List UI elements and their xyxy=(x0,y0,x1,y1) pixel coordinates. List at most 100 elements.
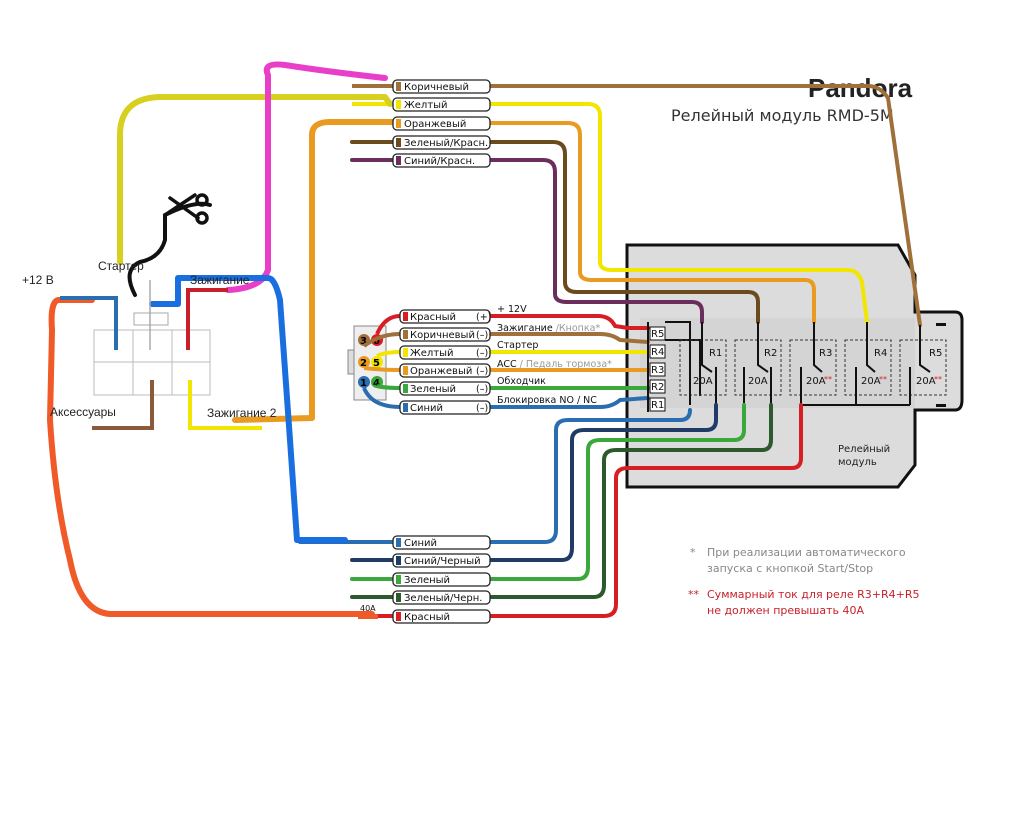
svg-text:(–): (–) xyxy=(476,384,488,395)
svg-text:R2: R2 xyxy=(764,348,777,359)
wire-orange xyxy=(486,121,816,324)
svg-text:R1: R1 xyxy=(709,348,722,359)
relay-input-r5: R5 xyxy=(651,329,664,340)
note-2-line1: Суммарный ток для реле R3+R4+R5 xyxy=(707,588,919,601)
relay-r5: R5 20A** xyxy=(899,339,947,396)
svg-text:Коричневый: Коричневый xyxy=(404,82,469,93)
wire-bottom-blue-black xyxy=(350,403,718,562)
hand-wire-blue xyxy=(149,275,348,543)
hand-wire-red xyxy=(47,297,375,617)
note-1-line2: запуска с кнопкой Start/Stop xyxy=(707,562,873,575)
bottom-wire-tags: Синий Синий/Черный Зеленый Зеленый/Черн.… xyxy=(358,535,491,624)
svg-text:(–): (–) xyxy=(476,348,488,359)
socket-label-ignition2: Зажигание 2 xyxy=(207,406,277,420)
svg-text:(–): (–) xyxy=(476,330,488,341)
footnotes: * При реализации автоматического запуска… xyxy=(688,546,919,617)
relay-input-r2: R2 xyxy=(651,382,664,393)
top-wire-tags: Коричневый Желтый Оранжевый Зеленый/Крас… xyxy=(392,79,491,168)
socket-label-12v: +12 В xyxy=(22,273,54,287)
connector-wire-green: Зеленый (–) Обходчик xyxy=(399,376,546,396)
hand-wire-yellow xyxy=(117,94,393,265)
svg-text:4: 4 xyxy=(373,378,380,389)
svg-text:3: 3 xyxy=(360,336,367,347)
wire-yellow xyxy=(486,102,869,324)
module-label-line2: модуль xyxy=(838,457,877,468)
socket-label-starter: Стартер xyxy=(98,259,144,273)
svg-text:**: ** xyxy=(688,588,700,601)
connector-wire-blue: Синий (–) Блокировка NO / NC xyxy=(399,395,597,415)
fuse-label: 40A xyxy=(360,604,376,613)
svg-text:20A: 20A xyxy=(693,376,713,387)
wire-blue-red xyxy=(350,158,704,324)
socket-label-ignition: Зажигание xyxy=(190,273,250,287)
relay-input-r3: R3 xyxy=(651,365,664,376)
svg-text:Желтый: Желтый xyxy=(404,100,448,111)
svg-text:(–): (–) xyxy=(476,366,488,377)
wire-brown xyxy=(486,84,922,327)
svg-text:ACC / Педаль тормоза*: ACC / Педаль тормоза* xyxy=(497,359,612,370)
svg-text:*: * xyxy=(690,546,696,559)
svg-text:R5: R5 xyxy=(929,348,942,359)
connector-wire-tags: Красный(+) + 12V Коричневый(–) Зажигание… xyxy=(399,304,612,415)
svg-text:Обходчик: Обходчик xyxy=(497,376,546,387)
connector-wire-yellow: Желтый (–) Стартер xyxy=(399,340,538,360)
relay-input-r1: R1 xyxy=(651,400,664,411)
svg-text:(–): (–) xyxy=(476,403,488,414)
svg-text:20A: 20A xyxy=(806,376,826,387)
svg-text:Синий/Красн.: Синий/Красн. xyxy=(404,156,475,167)
wire-bottom-green xyxy=(350,403,746,581)
svg-text:6: 6 xyxy=(373,336,380,347)
svg-text:R3: R3 xyxy=(819,348,832,359)
module-title: Релейный модуль RMD-5M xyxy=(671,106,894,125)
socket-label-acc: Аксессуары xyxy=(50,405,116,419)
ignition-socket: +12 В Стартер Зажигание Аксессуары Зажиг… xyxy=(22,259,277,430)
wire-bottom-green-black xyxy=(350,403,773,599)
svg-text:Зеленый: Зеленый xyxy=(404,575,450,586)
svg-text:Зеленый/Красн.: Зеленый/Красн. xyxy=(404,138,488,149)
svg-text:Синий: Синий xyxy=(404,538,437,549)
svg-text:Красный: Красный xyxy=(404,612,450,623)
svg-text:5: 5 xyxy=(373,358,380,369)
connector-wire-brown: Коричневый(–) Зажигание /Кнопка* xyxy=(399,323,600,342)
svg-text:**: ** xyxy=(934,375,942,384)
hand-wire-orange xyxy=(232,119,395,423)
hand-wire-pink xyxy=(225,61,388,293)
svg-text:20A: 20A xyxy=(861,376,881,387)
svg-text:**: ** xyxy=(824,375,832,384)
note-2-line2: не должен превышать 40А xyxy=(707,604,864,617)
svg-text:Оранжевый: Оранжевый xyxy=(404,119,466,130)
svg-text:2: 2 xyxy=(360,358,367,369)
svg-text:Зеленый: Зеленый xyxy=(410,384,456,395)
module-label-line1: Релейный xyxy=(838,444,890,455)
svg-text:Желтый: Желтый xyxy=(410,348,454,359)
scissors-icon xyxy=(163,193,209,225)
svg-text:Красный: Красный xyxy=(410,312,456,323)
svg-text:Коричневый: Коричневый xyxy=(410,330,475,341)
svg-text:Оранжевый: Оранжевый xyxy=(410,366,472,377)
svg-text:20A: 20A xyxy=(748,376,768,387)
svg-text:1: 1 xyxy=(360,378,367,389)
svg-text:+ 12V: + 12V xyxy=(497,304,527,315)
fuse xyxy=(358,614,378,619)
wire-bottom-red xyxy=(368,403,803,618)
svg-text:R4: R4 xyxy=(874,348,887,359)
svg-text:(+): (+) xyxy=(476,312,491,323)
connector-wire-red: Красный (+) + 12V xyxy=(399,304,527,324)
relay-module: Релейный модуль xyxy=(625,243,964,489)
svg-text:**: ** xyxy=(879,375,887,384)
relay-input-r4: R4 xyxy=(651,347,664,358)
connector-wire-orange: Оранжевый (–) ACC / Педаль тормоза* xyxy=(399,359,612,378)
note-1-line1: При реализации автоматического xyxy=(707,546,906,559)
svg-text:Зажигание /Кнопка*: Зажигание /Кнопка* xyxy=(497,323,600,334)
wire-green-red xyxy=(350,140,760,324)
connector-6pin: 3 6 2 5 1 4 xyxy=(347,314,401,409)
svg-text:Синий/Черный: Синий/Черный xyxy=(404,556,481,567)
svg-text:Синий: Синий xyxy=(410,403,443,414)
svg-text:Зеленый/Черн.: Зеленый/Черн. xyxy=(404,593,482,604)
svg-text:Стартер: Стартер xyxy=(497,340,538,351)
svg-text:Блокировка NO / NC: Блокировка NO / NC xyxy=(497,395,597,406)
wire-red-12v xyxy=(486,314,650,330)
svg-text:20A: 20A xyxy=(916,376,936,387)
